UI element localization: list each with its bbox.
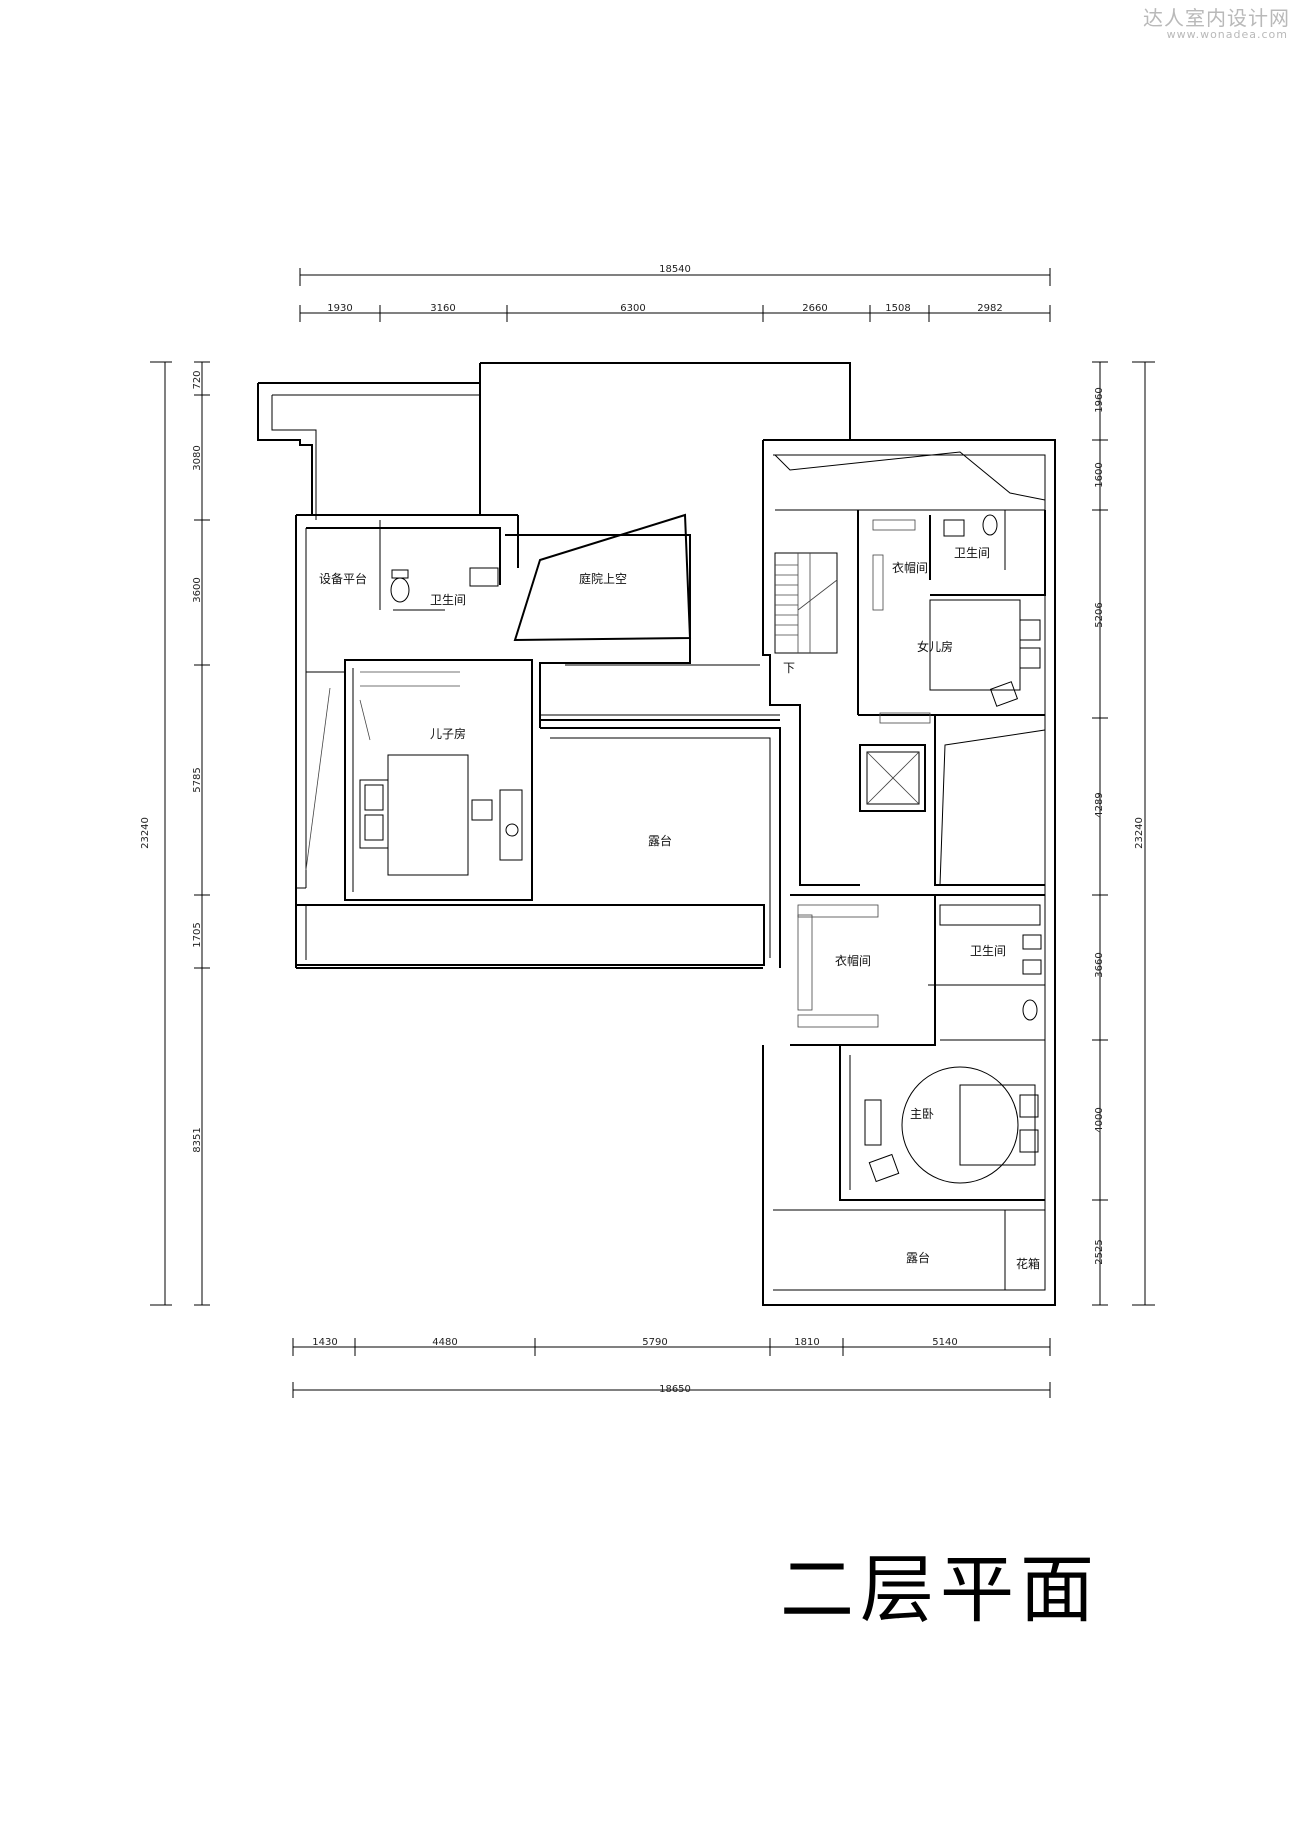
dim-right-1: 1960 xyxy=(1094,387,1105,412)
room-label-terrace-1: 露台 xyxy=(648,833,672,848)
dim-bottom-4: 1810 xyxy=(794,1337,819,1348)
room-label-bathroom-2: 卫生间 xyxy=(954,546,990,560)
dim-top-6: 2982 xyxy=(977,303,1002,314)
watermark-url: www.wonadea.com xyxy=(1166,28,1288,41)
room-label-daughter-bedroom: 女儿房 xyxy=(917,639,953,654)
dim-bottom-total: 18650 xyxy=(659,1384,691,1395)
dim-left-5: 1705 xyxy=(192,922,203,947)
dim-left-2: 3080 xyxy=(192,445,203,470)
furniture xyxy=(359,514,1042,1184)
stair-down-label: 下 xyxy=(783,661,795,675)
dim-right-2: 1600 xyxy=(1094,462,1105,487)
room-label-equipment-platform: 设备平台 xyxy=(319,571,367,586)
room-label-closet-2: 衣帽间 xyxy=(835,953,871,968)
dim-right-7: 2525 xyxy=(1094,1239,1105,1264)
dim-bottom-2: 4480 xyxy=(432,1337,457,1348)
dim-top-3: 6300 xyxy=(620,303,645,314)
room-label-planter: 花箱 xyxy=(1016,1256,1040,1271)
staircase: 下 xyxy=(774,552,838,675)
dim-left-total: 23240 xyxy=(140,817,151,849)
dim-left-4: 5785 xyxy=(192,767,203,792)
dim-bottom-1: 1430 xyxy=(312,1337,337,1348)
dimension-lines xyxy=(150,268,1155,1398)
dim-left-1: 720 xyxy=(192,370,203,389)
room-label-master-bedroom: 主卧 xyxy=(910,1107,934,1121)
dim-top-2: 3160 xyxy=(430,303,455,314)
room-label-bathroom-3: 卫生间 xyxy=(970,944,1006,958)
dim-bottom-3: 5790 xyxy=(642,1337,667,1348)
dim-top-1: 1930 xyxy=(327,303,352,314)
dim-bottom-5: 5140 xyxy=(932,1337,957,1348)
dim-right-5: 3660 xyxy=(1094,952,1105,977)
dim-right-4: 4289 xyxy=(1094,792,1105,817)
walls xyxy=(257,362,1056,1306)
dim-right-3: 5206 xyxy=(1094,602,1105,627)
dim-right-total: 23240 xyxy=(1134,817,1145,849)
dim-top-4: 2660 xyxy=(802,303,827,314)
watermark-site-name: 达人室内设计网 xyxy=(1143,6,1290,30)
drawing-title: 二层平面 xyxy=(780,1547,1100,1633)
dim-left-3: 3600 xyxy=(192,577,203,602)
dim-top-total: 18540 xyxy=(659,264,691,275)
dim-left-6: 8351 xyxy=(192,1127,203,1152)
room-label-closet-1: 衣帽间 xyxy=(892,560,928,575)
room-label-courtyard-void: 庭院上空 xyxy=(579,571,627,586)
dim-right-6: 4000 xyxy=(1094,1107,1105,1132)
room-label-bathroom-1: 卫生间 xyxy=(430,593,466,607)
room-label-son-bedroom: 儿子房 xyxy=(430,726,466,741)
room-label-terrace-2: 露台 xyxy=(906,1250,930,1265)
dim-top-5: 1508 xyxy=(885,303,910,314)
